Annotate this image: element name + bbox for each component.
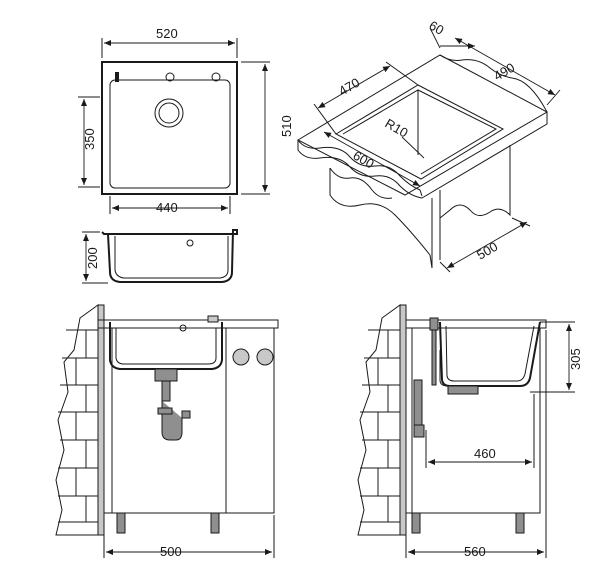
drain-inner <box>158 102 180 124</box>
dim-iso-500: 500 <box>474 239 500 263</box>
overflow-slot <box>115 72 119 82</box>
dim-elev-width: 500 <box>160 544 182 559</box>
sink-section-front <box>101 229 238 283</box>
wall-right <box>357 304 401 536</box>
dim-drain-offset: 350 <box>82 128 97 150</box>
dim-iso-600: 600 <box>351 148 377 172</box>
tap-hole-right <box>211 72 221 82</box>
dim-iso-radius: R10 <box>383 116 411 141</box>
wall-left <box>55 304 99 536</box>
dim-iso-490: 490 <box>491 60 517 84</box>
dim-top-width: 520 <box>156 26 178 41</box>
front-elevation-view: 500 <box>55 304 279 559</box>
dim-side-height: 305 <box>568 348 583 370</box>
dim-side-offset: 460 <box>474 446 496 461</box>
dim-bowl-width: 440 <box>156 200 178 215</box>
dim-side-width: 560 <box>464 544 486 559</box>
isometric-view: 490 60 470 R10 600 500 <box>296 18 561 273</box>
drain-outer <box>154 98 184 128</box>
side-elevation-view: 305 460 560 <box>357 304 583 559</box>
dim-top-height: 510 <box>279 115 294 137</box>
bowl-outline-top <box>109 79 231 189</box>
top-view: 520 510 350 440 <box>78 26 294 215</box>
sink-outline-top <box>101 61 238 195</box>
tap-hole <box>165 72 175 82</box>
dim-depth: 200 <box>85 247 100 269</box>
dim-iso-60: 60 <box>427 18 447 38</box>
front-section-view: 200 <box>82 229 238 284</box>
